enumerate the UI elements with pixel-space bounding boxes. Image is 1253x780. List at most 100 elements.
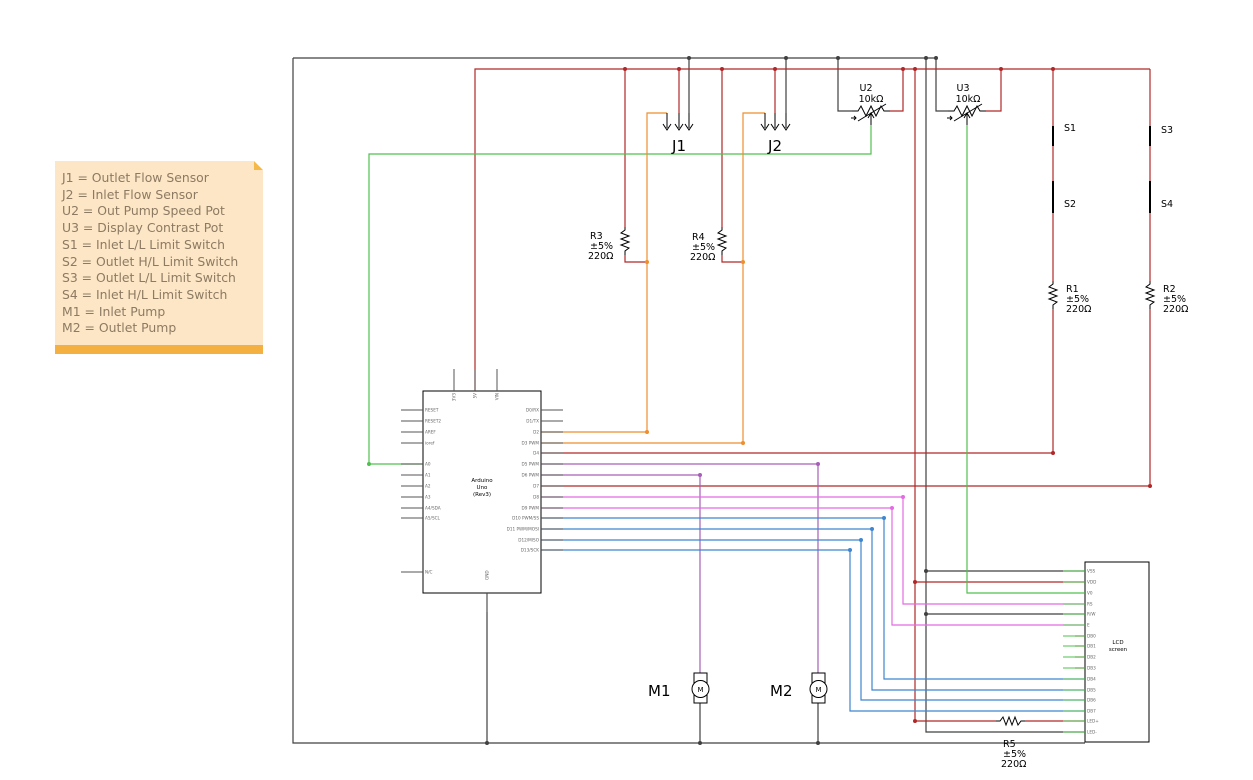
junction-dot: [677, 67, 681, 71]
u2-value: 10kΩ: [859, 94, 884, 105]
m2-label: M2: [770, 682, 793, 700]
pin-label: D4: [533, 451, 539, 456]
pin-label: V0: [1087, 591, 1093, 596]
arduino-label: Uno: [477, 485, 489, 491]
wire: [541, 112, 765, 444]
wire: [935, 58, 948, 112]
junction-dot: [924, 56, 928, 60]
legend-item: J1 = Outlet Flow Sensor: [62, 170, 209, 185]
flow-sensor-j1: [662, 113, 694, 131]
flow-sensor-j2: [760, 113, 791, 131]
r3-label: R3: [590, 231, 603, 242]
pin-label: D5 PWM: [522, 462, 540, 467]
pin-label: N/C: [425, 570, 433, 575]
arduino-label: Arduino: [471, 478, 493, 484]
junction-dot: [773, 67, 777, 71]
pin-label: LED+: [1087, 719, 1099, 724]
pin-label: DB1: [1087, 644, 1096, 649]
pin-label: A4/SDA: [425, 506, 441, 511]
pin-label: VSS: [1087, 569, 1096, 574]
r5-value: 220Ω: [1001, 759, 1026, 770]
pin-label: D10 PWM/SS: [512, 516, 539, 521]
m1-label: M1: [648, 682, 671, 700]
s2-label: S2: [1064, 199, 1076, 210]
legend-item: M2 = Outlet Pump: [62, 320, 177, 336]
wire: [986, 69, 1002, 112]
s1-label: S1: [1064, 123, 1076, 134]
junction-dot: [741, 260, 745, 264]
pin-label: DB7: [1087, 709, 1096, 714]
resistor-r2: [1144, 281, 1156, 309]
resistor-r5: [996, 715, 1025, 727]
pin-label: AREF: [425, 430, 436, 435]
junction-dot: [913, 67, 917, 71]
note-fold: [254, 161, 263, 170]
junction-dot: [901, 495, 905, 499]
junction-dot: [698, 473, 702, 477]
pin-label: 5V: [473, 393, 478, 399]
wire: [541, 517, 1085, 680]
junction-dot: [741, 441, 745, 445]
junction-dot: [698, 741, 702, 745]
junction-dot: [924, 569, 928, 573]
junction-dot: [890, 506, 894, 510]
pin-label: DB0: [1087, 634, 1096, 639]
pin-label: GND: [485, 570, 490, 580]
junction-dot: [1051, 451, 1055, 455]
r2-tol: ±5%: [1163, 294, 1186, 305]
arduino-board: [422, 390, 542, 594]
pin-label: DB6: [1087, 698, 1096, 703]
motor-m1: M: [691, 672, 710, 704]
wire: [541, 474, 701, 673]
pin-label: D3 PWM: [522, 441, 540, 446]
wire: [541, 507, 1085, 626]
pin-label: RS: [1087, 602, 1093, 607]
pin-label: A0: [425, 462, 431, 467]
junction-dot: [720, 67, 724, 71]
wire: [624, 255, 647, 263]
u3-label: U3: [957, 83, 970, 94]
pin-label: E: [1087, 623, 1090, 628]
junction-dot: [816, 462, 820, 466]
arduino-pins: RESETRESET2AREFiorefA0A1A2A3A4/SDAA5/SCL…: [401, 369, 563, 612]
junction-dot: [816, 741, 820, 745]
motor-m2: M: [809, 672, 828, 704]
junction-dot: [848, 548, 852, 552]
r5-label: R5: [1003, 739, 1016, 750]
wire: [541, 528, 1085, 691]
wire: [925, 58, 1085, 733]
pin-label: D9 PWM: [522, 506, 540, 511]
junction-dot: [1148, 484, 1152, 488]
wire: [292, 58, 1085, 744]
r1-value: 220Ω: [1066, 304, 1091, 315]
note-bar: [55, 345, 263, 354]
junction-dot: [623, 67, 627, 71]
wire: [368, 125, 872, 465]
u2-label: U2: [860, 83, 873, 94]
pin-label: 3V3: [452, 393, 457, 402]
pin-label: D0/RX: [526, 408, 539, 413]
junction-dot: [934, 56, 938, 60]
wire: [541, 463, 819, 673]
pin-label: RESET: [425, 408, 439, 413]
legend-note: J1 = Outlet Flow Sensor J2 = Inlet Flow …: [55, 161, 263, 354]
pin-label: A1: [425, 473, 431, 478]
pin-label: D7: [533, 484, 539, 489]
wire: [890, 69, 904, 112]
wire: [541, 309, 1151, 487]
u3-value: 10kΩ: [956, 94, 981, 105]
pin-label: A3: [425, 495, 431, 500]
r4-label: R4: [692, 232, 705, 243]
m1-symbol: M: [697, 686, 703, 694]
potentiometer-u3: [947, 103, 986, 125]
m2-symbol: M: [815, 686, 821, 694]
pin-label: D11 PWM/MOSI: [507, 527, 539, 532]
pin-label: ioref: [425, 441, 435, 446]
legend-item: S2 = Outlet H/L Limit Switch: [62, 253, 239, 269]
r5-tol: ±5%: [1003, 749, 1026, 760]
junction-dot: [882, 516, 886, 520]
r2-value: 220Ω: [1163, 304, 1188, 315]
r2-label: R2: [1163, 284, 1176, 295]
potentiometer-u2: [851, 103, 890, 125]
resistor-r4: [716, 227, 728, 255]
